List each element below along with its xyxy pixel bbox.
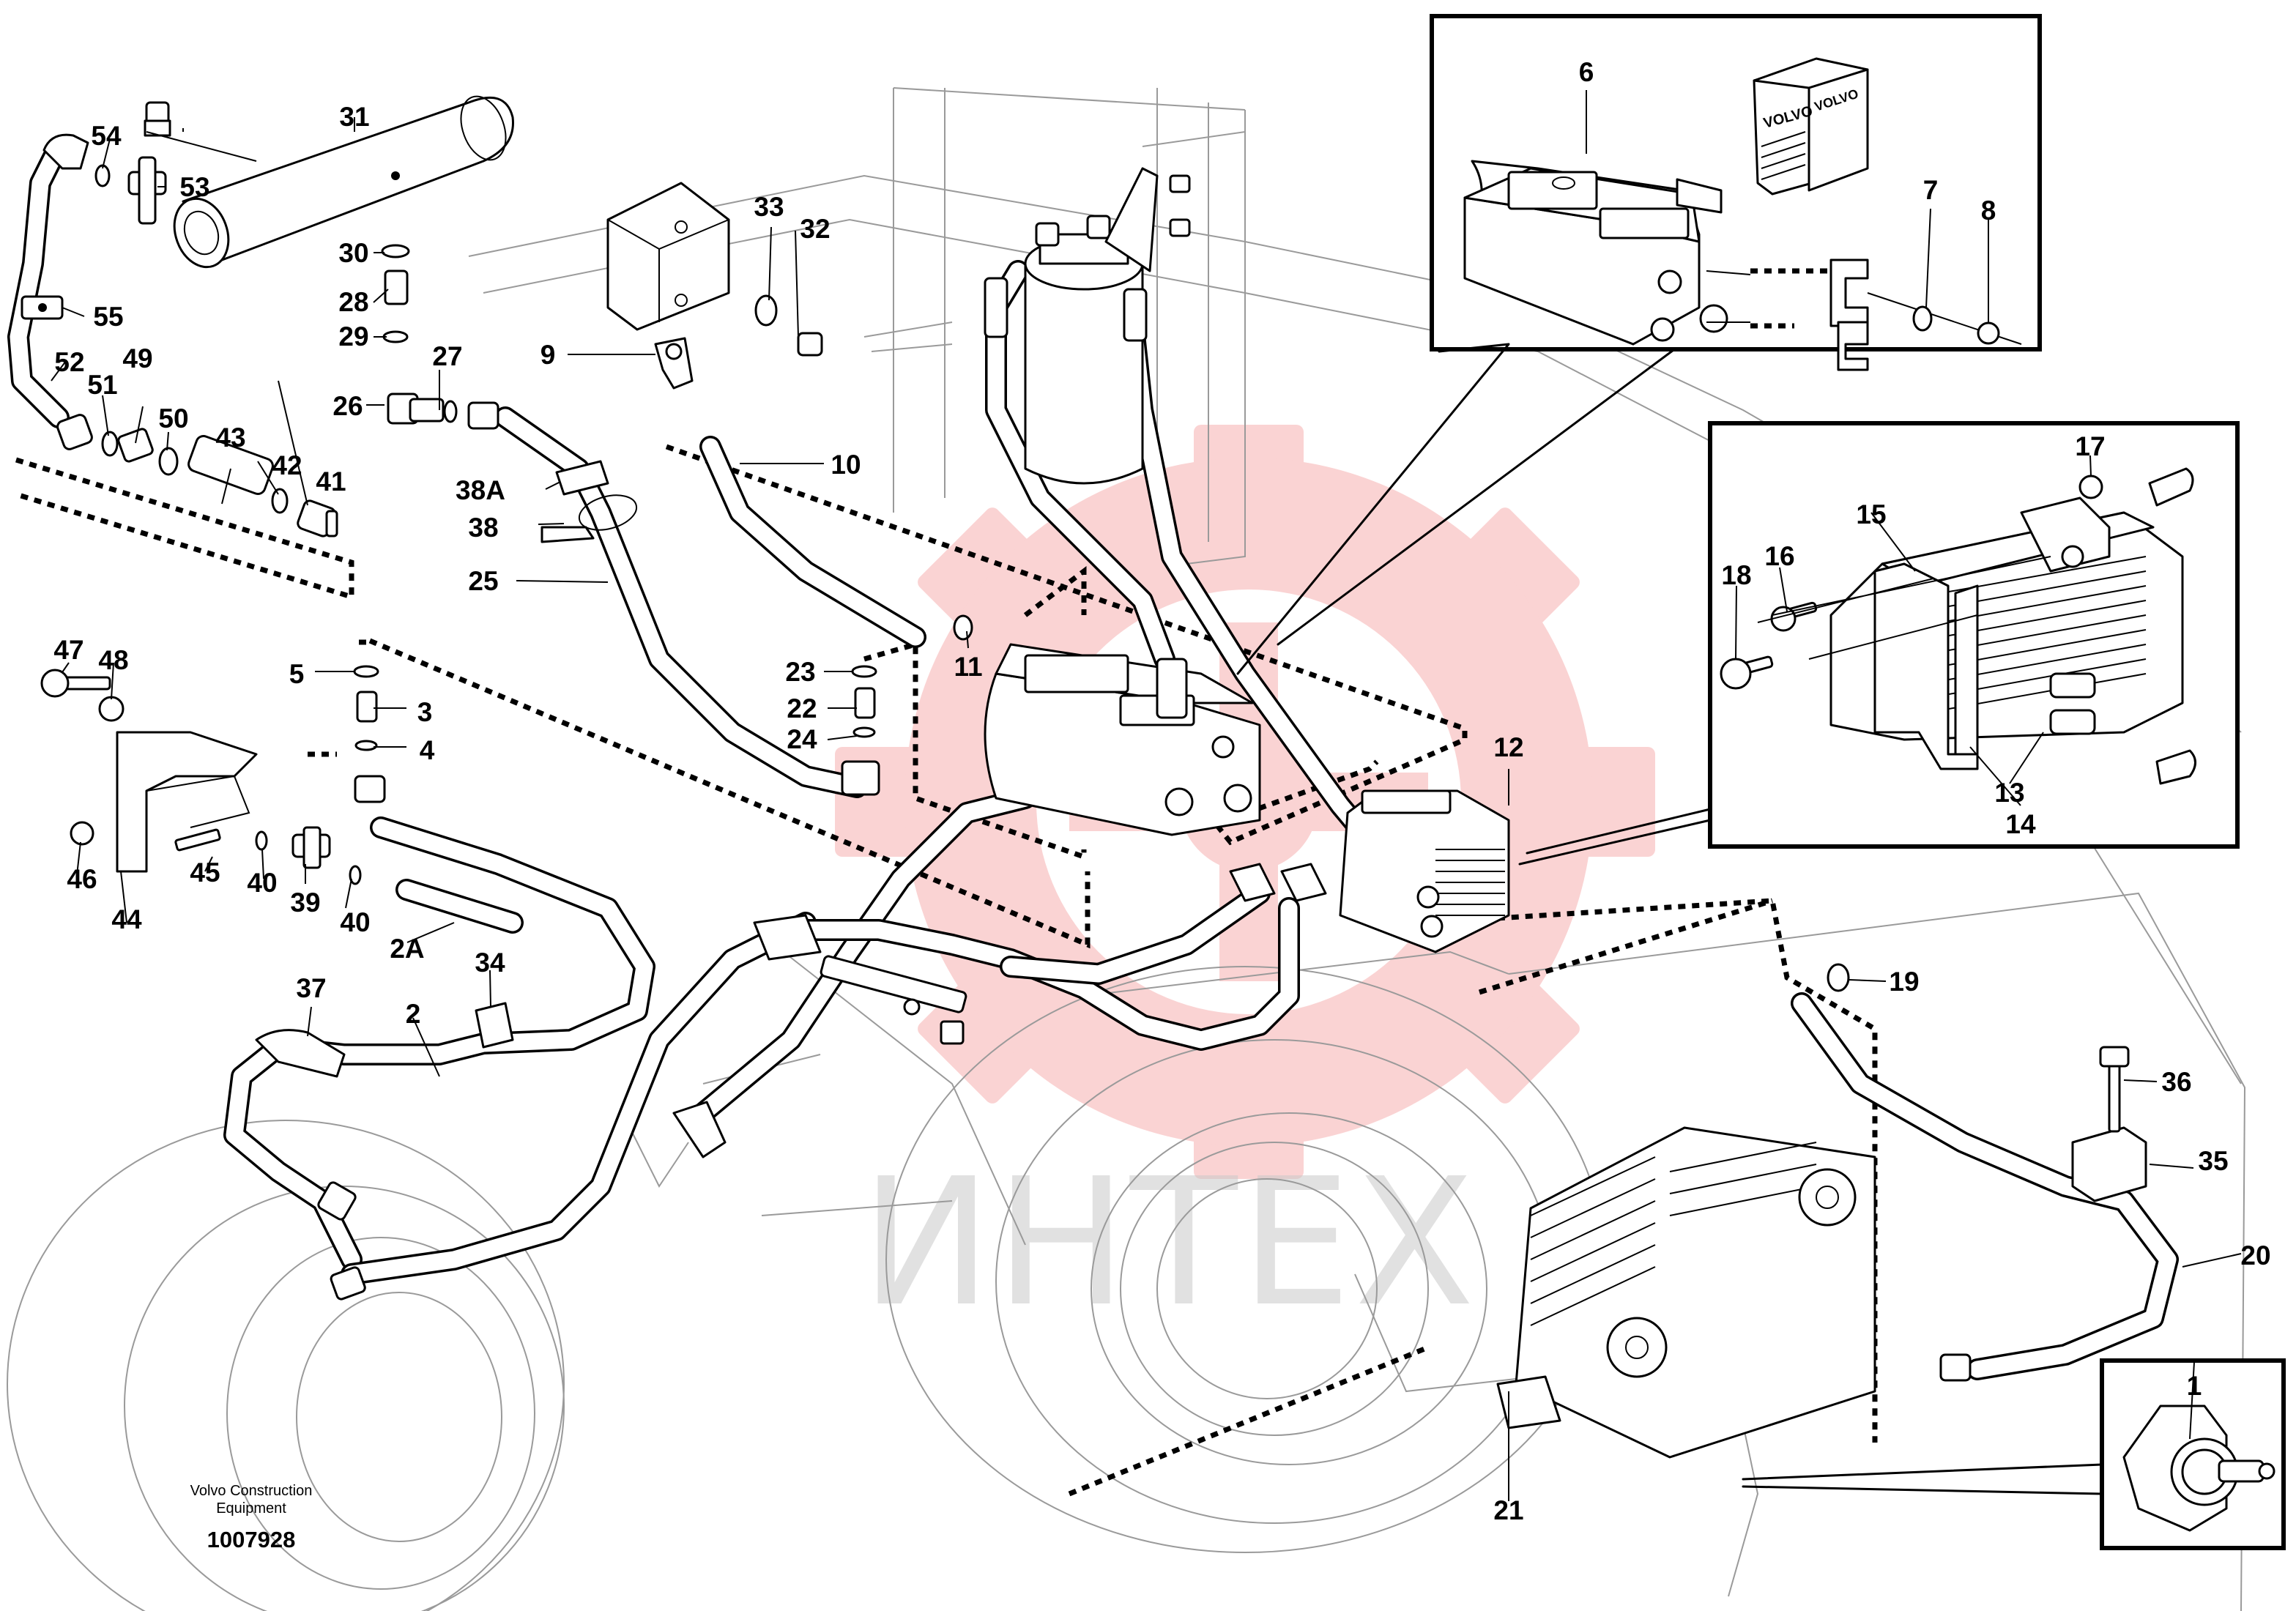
callout-6: 6 (1579, 57, 1594, 87)
callout-5: 5 (289, 659, 305, 689)
inset-valve-6: VOLVO VOLVO (1236, 14, 2042, 675)
callout-39: 39 (290, 888, 320, 918)
callout-3: 3 (417, 697, 433, 727)
adapter-stack-22 (841, 665, 880, 796)
mount-block-35 (2071, 1046, 2147, 1202)
callout-35: 35 (2198, 1146, 2228, 1176)
callout-22: 22 (787, 693, 817, 723)
elbow-fitting-9 (654, 337, 694, 390)
callout-41: 41 (316, 466, 346, 496)
callout-17: 17 (2075, 431, 2105, 461)
callout-54: 54 (91, 121, 122, 151)
adapter-stack-28 (381, 244, 410, 343)
callout-38: 38 (468, 513, 498, 543)
clamp-38a (540, 460, 638, 543)
callout-12: 12 (1493, 732, 1523, 762)
drawing-number: 1007928 (207, 1527, 296, 1552)
callout-11: 11 (954, 652, 982, 682)
callout-43: 43 (215, 423, 245, 453)
o-ring-19 (1827, 963, 1850, 992)
callout-13: 13 (1994, 778, 2024, 808)
lower-oil-cooler (1496, 1126, 1972, 1459)
callout-50: 50 (158, 403, 188, 434)
inset-cooler-12 (1518, 421, 2240, 866)
callout-20: 20 (2240, 1240, 2270, 1270)
callout-32: 32 (800, 214, 830, 244)
callout-48: 48 (98, 645, 128, 675)
clamp-55 (21, 295, 64, 320)
strap-37 (255, 1029, 346, 1078)
leader-lines (51, 90, 2242, 1501)
lower-fittings (672, 863, 1327, 1158)
tee-fitting-53 (127, 101, 171, 225)
callout-42: 42 (272, 450, 302, 480)
callout-29: 29 (338, 321, 368, 351)
callout-4: 4 (420, 735, 435, 765)
callout-38a: 38A (456, 475, 505, 505)
tee-fitting-26 (387, 392, 499, 430)
valve-block-installed (984, 643, 1261, 836)
callout-33: 33 (754, 192, 784, 222)
callout-7: 7 (1923, 175, 1939, 205)
bolt-32 (754, 294, 823, 357)
assembly-dashed-lines (15, 444, 1878, 1497)
callout-1: 1 (2187, 1371, 2202, 1401)
callout-34: 34 (475, 948, 505, 978)
callout-53: 53 (179, 172, 209, 202)
callout-44: 44 (111, 904, 142, 934)
callout-52: 52 (54, 347, 84, 377)
callout-9: 9 (540, 340, 556, 370)
callout-25: 25 (468, 566, 498, 596)
callout-40-left: 40 (247, 868, 277, 898)
o-ring-11 (953, 614, 973, 641)
callout-47: 47 (53, 635, 83, 665)
pipe-31 (173, 95, 514, 269)
callout-37: 37 (296, 973, 326, 1003)
callout-8: 8 (1981, 196, 1996, 226)
brand-line-2: Equipment (216, 1500, 286, 1517)
callout-19: 19 (1889, 967, 1919, 997)
callout-31: 31 (339, 102, 369, 132)
callout-labels: 1 2 2A 3 4 5 6 7 8 9 10 11 12 13 14 15 1… (53, 57, 2270, 1525)
clamp-34 (475, 1002, 514, 1049)
callout-27: 27 (432, 341, 462, 371)
callout-24: 24 (787, 724, 817, 754)
callout-15: 15 (1856, 499, 1886, 529)
callout-45: 45 (190, 857, 220, 888)
footer: Volvo Construction Equipment 1007928 (190, 1483, 313, 1552)
callout-21: 21 (1493, 1495, 1523, 1525)
fitting-row-41-51 (56, 414, 338, 537)
callout-2: 2 (406, 999, 421, 1029)
callout-49: 49 (122, 343, 152, 373)
callout-23: 23 (785, 657, 815, 687)
callout-30: 30 (338, 238, 368, 268)
bracket-44 (40, 669, 258, 873)
watermark-text: ИНТЕХ (861, 1140, 1478, 1345)
bracket-top (606, 182, 730, 331)
callout-10: 10 (831, 450, 861, 480)
filter-canister (984, 167, 1191, 485)
callout-28: 28 (338, 287, 368, 317)
elbow-fitting-54 (42, 133, 111, 187)
tee-fitting-39 (255, 665, 386, 885)
callout-40-right: 40 (340, 907, 370, 937)
callout-16: 16 (1764, 541, 1794, 571)
callout-55: 55 (93, 302, 123, 332)
hose-end-fittings-lower-left (317, 1181, 366, 1301)
callout-26: 26 (332, 391, 363, 421)
callout-2a: 2A (390, 934, 424, 964)
callout-36: 36 (2161, 1067, 2191, 1097)
callout-14: 14 (2005, 809, 2036, 839)
callout-18: 18 (1721, 560, 1751, 590)
oil-cooler-installed (1339, 789, 1510, 953)
callout-46: 46 (67, 864, 97, 894)
callout-51: 51 (87, 370, 117, 400)
brand-line-1: Volvo Construction (190, 1483, 313, 1499)
